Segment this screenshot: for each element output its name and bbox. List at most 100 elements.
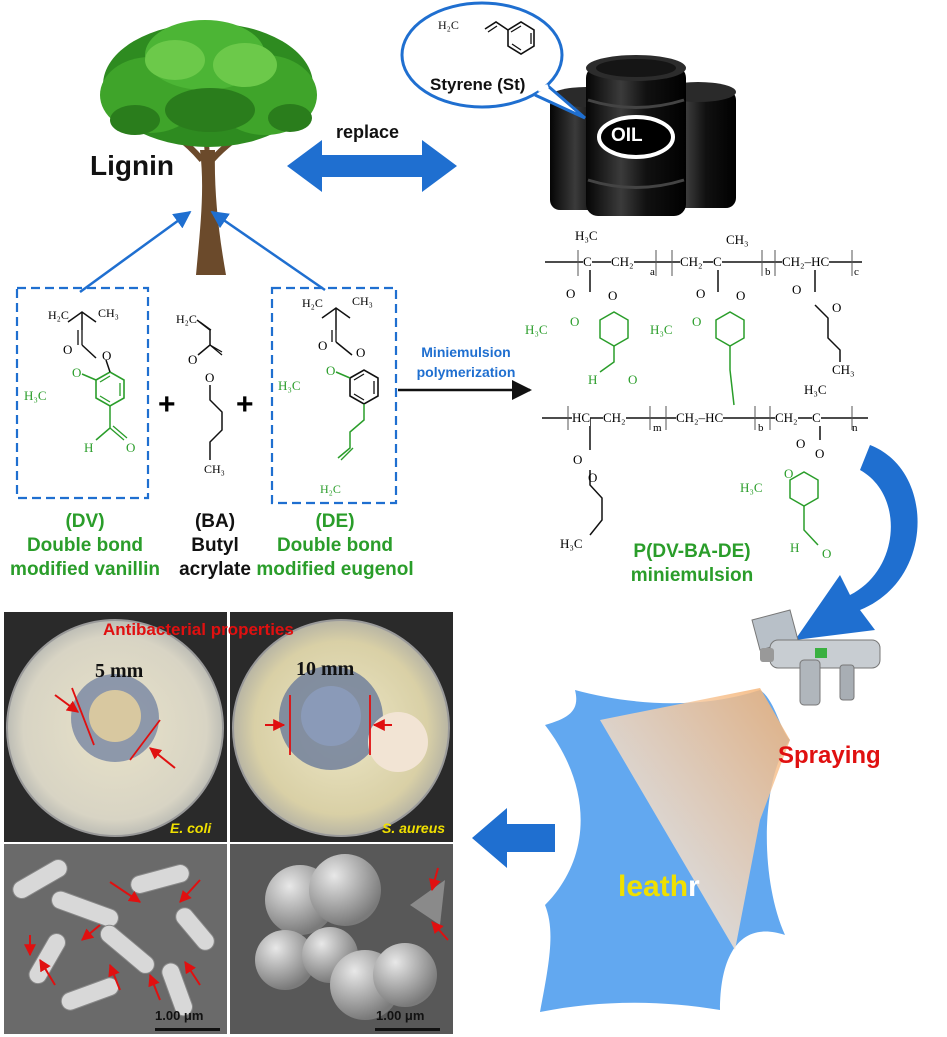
poly-o-aldehyde-1: O — [628, 372, 638, 387]
styrene-speech-bubble — [400, 1, 586, 120]
poly-c-1: C — [583, 254, 592, 270]
poly-o-8: O — [588, 470, 598, 485]
dv-o-methoxy: O — [72, 365, 82, 380]
arrow-de-to-lignin — [210, 210, 326, 292]
product-line2: miniemulsion — [630, 565, 754, 586]
dv-o-ester: O — [102, 348, 112, 363]
lignin-label: Lignin — [90, 150, 174, 181]
dv-molecule — [67, 311, 128, 441]
poly-sub-a: a — [650, 266, 655, 278]
poly-sub-m: m — [653, 422, 662, 434]
dv-line1: Double bond — [26, 535, 144, 556]
poly-ch2-4: CH₂ — [775, 410, 798, 426]
product-name: P(DV-BA-DE) miniemulsion — [612, 540, 772, 588]
de-h2c: H₂C — [302, 296, 323, 310]
dv-line2: modified vanillin — [10, 559, 160, 580]
poly-sub-c: c — [854, 266, 859, 278]
poly-o-5: O — [792, 282, 802, 297]
poly-h3c-methoxy-3: H₃C — [740, 480, 763, 495]
poly-ch2-hc: CH₂–HC — [782, 254, 830, 270]
dv-ch3: CH₃ — [98, 306, 119, 320]
de-o-ester: O — [356, 345, 366, 360]
poly-ch3-1: H₃C — [575, 228, 598, 243]
poly-h3c-methoxy-2: H₃C — [650, 322, 673, 337]
poly-h3c-methoxy-1: H₃C — [525, 322, 548, 337]
poly-h-aldehyde-1: H — [588, 372, 598, 387]
leather-label-part2: r — [688, 870, 700, 903]
poly-hc-1: HC — [572, 410, 591, 426]
ba-ch3: CH₃ — [204, 462, 225, 476]
oil-barrels-icon — [550, 55, 736, 216]
styrene-h2c: H₂C — [438, 18, 459, 32]
image-panels — [4, 612, 453, 1034]
dv-o-aldehyde: O — [126, 440, 136, 455]
poly-sub-b: b — [765, 266, 771, 278]
scale-bar-2-label: 1.00 μm — [376, 1008, 425, 1023]
poly-h-aldehyde-2: H — [790, 540, 800, 555]
leather-shape — [540, 688, 790, 1012]
ba-line1: Butyl — [191, 535, 239, 556]
poly-ch3-2: CH₃ — [726, 232, 749, 247]
poly-o-methoxy-2: O — [692, 314, 702, 329]
poly-o-methoxy-1: O — [570, 314, 580, 329]
poly-c-3: C — [812, 410, 821, 426]
arrow-dv-to-lignin — [79, 210, 192, 294]
poly-sub-b2: b — [758, 422, 764, 434]
de-line1: Double bond — [276, 535, 394, 556]
zone-10mm-label: 10 mm — [296, 658, 355, 680]
poly-ch2-hc-2: CH₂–HC — [676, 410, 724, 426]
poly-o-1: O — [566, 286, 576, 301]
s-aureus-label: S. aureus — [382, 820, 446, 836]
poly-ch2-3: CH₂ — [603, 410, 626, 426]
process-line1: Miniemulsion — [421, 344, 511, 360]
oil-label: OIL — [611, 125, 643, 146]
spraying-label: Spraying — [778, 742, 881, 769]
poly-o-9: O — [796, 436, 806, 451]
poly-o-2: O — [608, 288, 618, 303]
poly-sub-n: n — [852, 422, 858, 434]
tree-icon — [100, 20, 317, 275]
ba-o-ester: O — [205, 370, 215, 385]
process-label: Miniemulsion polymerization — [402, 342, 530, 382]
poly-o-4: O — [736, 288, 746, 303]
de-abbr: (DE) — [315, 511, 355, 532]
plus-sign-2: + — [236, 388, 254, 421]
dv-abbr: (DV) — [65, 511, 105, 532]
poly-ch2-1: CH₂ — [611, 254, 634, 270]
poly-o-aldehyde-2: O — [822, 546, 832, 561]
spray-gun-icon — [751, 609, 881, 706]
poly-c-2: C — [713, 254, 722, 270]
styrene-label: Styrene (St) — [430, 75, 526, 94]
leather-label: leathr — [618, 870, 700, 904]
poly-ch2-2: CH₂ — [680, 254, 703, 270]
de-h2c-allyl: H₂C — [320, 482, 341, 496]
de-name: (DE) Double bond modified eugenol — [255, 510, 415, 582]
replace-double-arrow — [287, 140, 457, 192]
poly-o-3: O — [696, 286, 706, 301]
de-o-carbonyl: O — [318, 338, 328, 353]
product-line1: P(DV-BA-DE) — [633, 541, 751, 562]
curved-blue-arrow — [795, 445, 918, 640]
de-o-methoxy: O — [326, 363, 336, 378]
de-ch3: CH₃ — [352, 294, 373, 308]
dv-o-carbonyl: O — [63, 342, 73, 357]
plus-sign-1: + — [158, 388, 176, 421]
zone-5mm-label: 5 mm — [95, 660, 144, 682]
process-line2: polymerization — [416, 364, 516, 380]
poly-o-7: O — [573, 452, 583, 467]
replace-label: replace — [336, 122, 400, 142]
scale-bar-1-label: 1.00 μm — [155, 1008, 204, 1023]
e-coli-label: E. coli — [170, 820, 212, 836]
ba-line2: acrylate — [179, 559, 251, 580]
leather-label-part1: leath — [618, 870, 689, 903]
poly-h3c-3: H₃C — [560, 536, 583, 551]
ba-molecule — [196, 319, 223, 460]
dv-dashed-box — [15, 286, 150, 500]
poly-ch3-butyl: CH₃ — [832, 362, 855, 377]
dv-h3c: H₃C — [24, 388, 47, 403]
de-dashed-box — [270, 286, 398, 505]
poly-o-6: O — [832, 300, 842, 315]
ba-h2c: H₂C — [176, 312, 197, 326]
poly-h3c-2: H₃C — [804, 382, 827, 397]
